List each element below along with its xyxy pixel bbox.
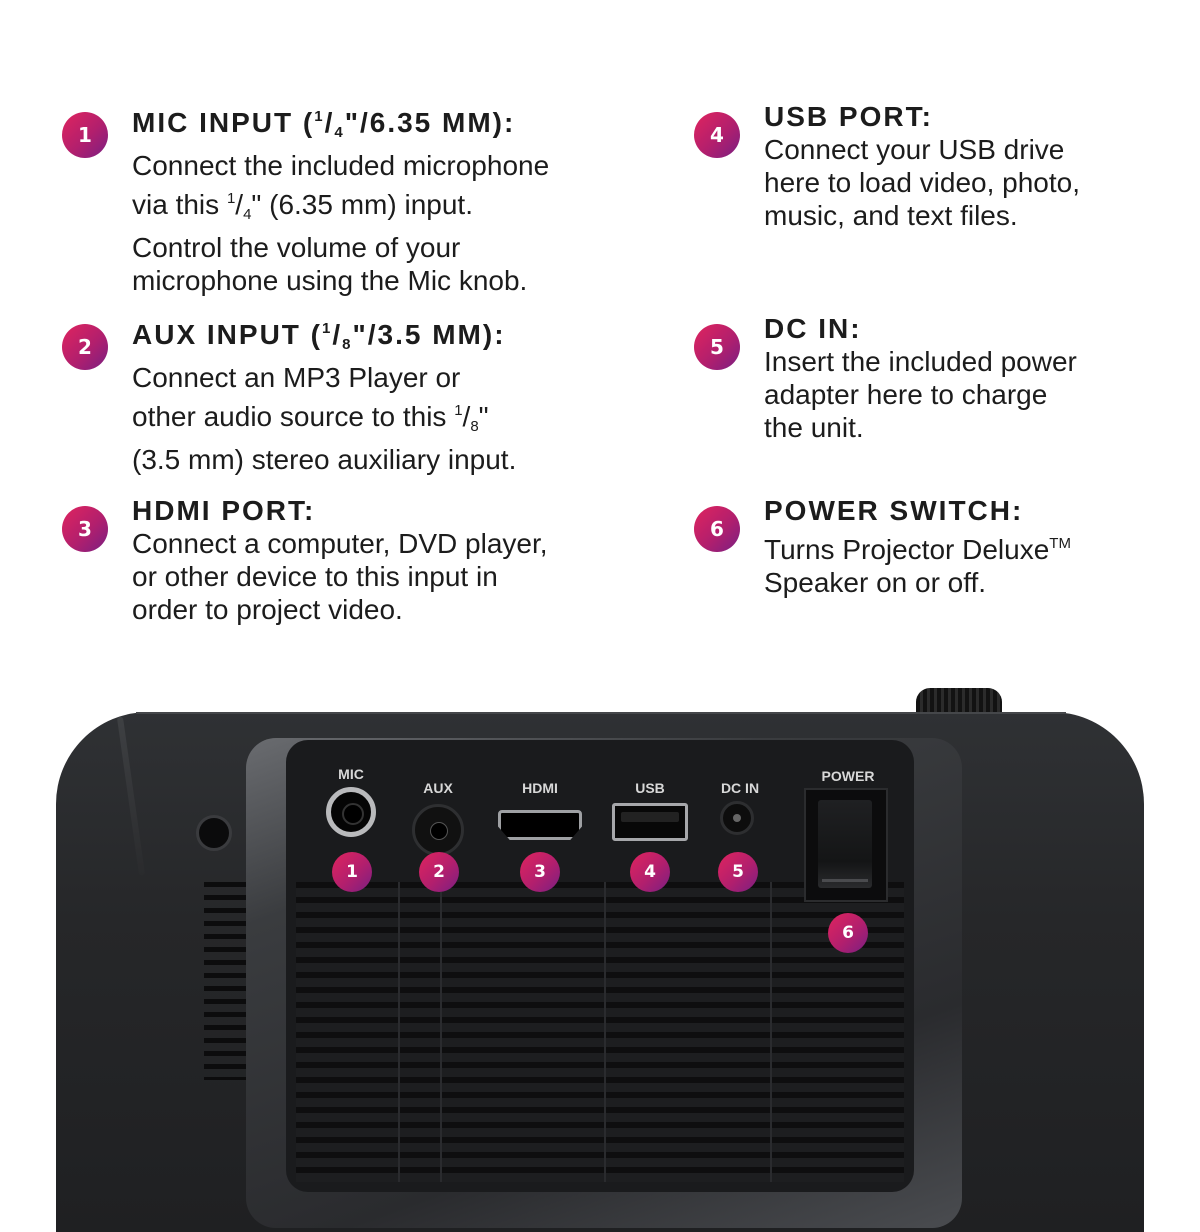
feature-text: MIC INPUT (1/4"/6.35 MM): Connect the in… [132,100,549,297]
number-badge: 1 [62,112,108,158]
number-badge: 5 [694,324,740,370]
feature-title: HDMI PORT: [132,495,316,526]
number-badge: 6 [694,506,740,552]
feature-text: AUX INPUT (1/8"/3.5 MM): Connect an MP3 … [132,312,516,476]
usb-port-icon [612,803,688,841]
hdmi-label: HDMI [522,780,558,796]
screw-hole [196,815,232,851]
feature-title: AUX INPUT (1/8"/3.5 MM): [132,319,506,353]
mic-label: MIC [338,766,364,782]
device-badge-6: 6 [828,913,868,953]
feature-text: USB PORT: Connect your USB drive here to… [764,100,1080,232]
hdmi-port-icon [498,810,582,840]
feature-text: HDMI PORT: Connect a computer, DVD playe… [132,494,548,626]
feature-title: MIC INPUT (1/4"/6.35 MM): [132,107,516,141]
device-badge-5: 5 [718,852,758,892]
power-switch-icon [818,800,872,888]
number-badge: 2 [62,324,108,370]
feature-description: Turns Projector DeluxeTM Speaker on or o… [764,534,1071,598]
dc-jack-icon [720,801,754,835]
aux-jack-icon [412,804,464,856]
device-badge-4: 4 [630,852,670,892]
speaker-grille [296,882,904,1182]
device-badge-1: 1 [332,852,372,892]
feature-description: Connect an MP3 Player or other audio sou… [132,362,517,475]
feature-title: USB PORT: [764,101,933,132]
feature-description: Connect your USB drive here to load vide… [764,134,1081,231]
dc-in-label: DC IN [720,780,760,796]
number-badge: 3 [62,506,108,552]
trademark-mark: TM [1049,535,1071,552]
feature-description: Insert the included power adapter here t… [764,346,1077,443]
device-badge-2: 2 [419,852,459,892]
aux-label: AUX [423,780,453,796]
feature-text: DC IN: Insert the included power adapter… [764,312,1077,444]
mic-jack-icon [326,787,376,837]
feature-text: POWER SWITCH: Turns Projector DeluxeTM S… [764,494,1071,599]
power-label: POWER [821,768,875,784]
feature-description: Connect a computer, DVD player, or other… [132,528,548,625]
feature-title: DC IN: [764,313,862,344]
device-badge-3: 3 [520,852,560,892]
feature-title: POWER SWITCH: [764,495,1024,526]
number-badge: 4 [694,112,740,158]
usb-label: USB [635,780,665,796]
feature-description: Connect the included microphone via this… [132,150,550,296]
